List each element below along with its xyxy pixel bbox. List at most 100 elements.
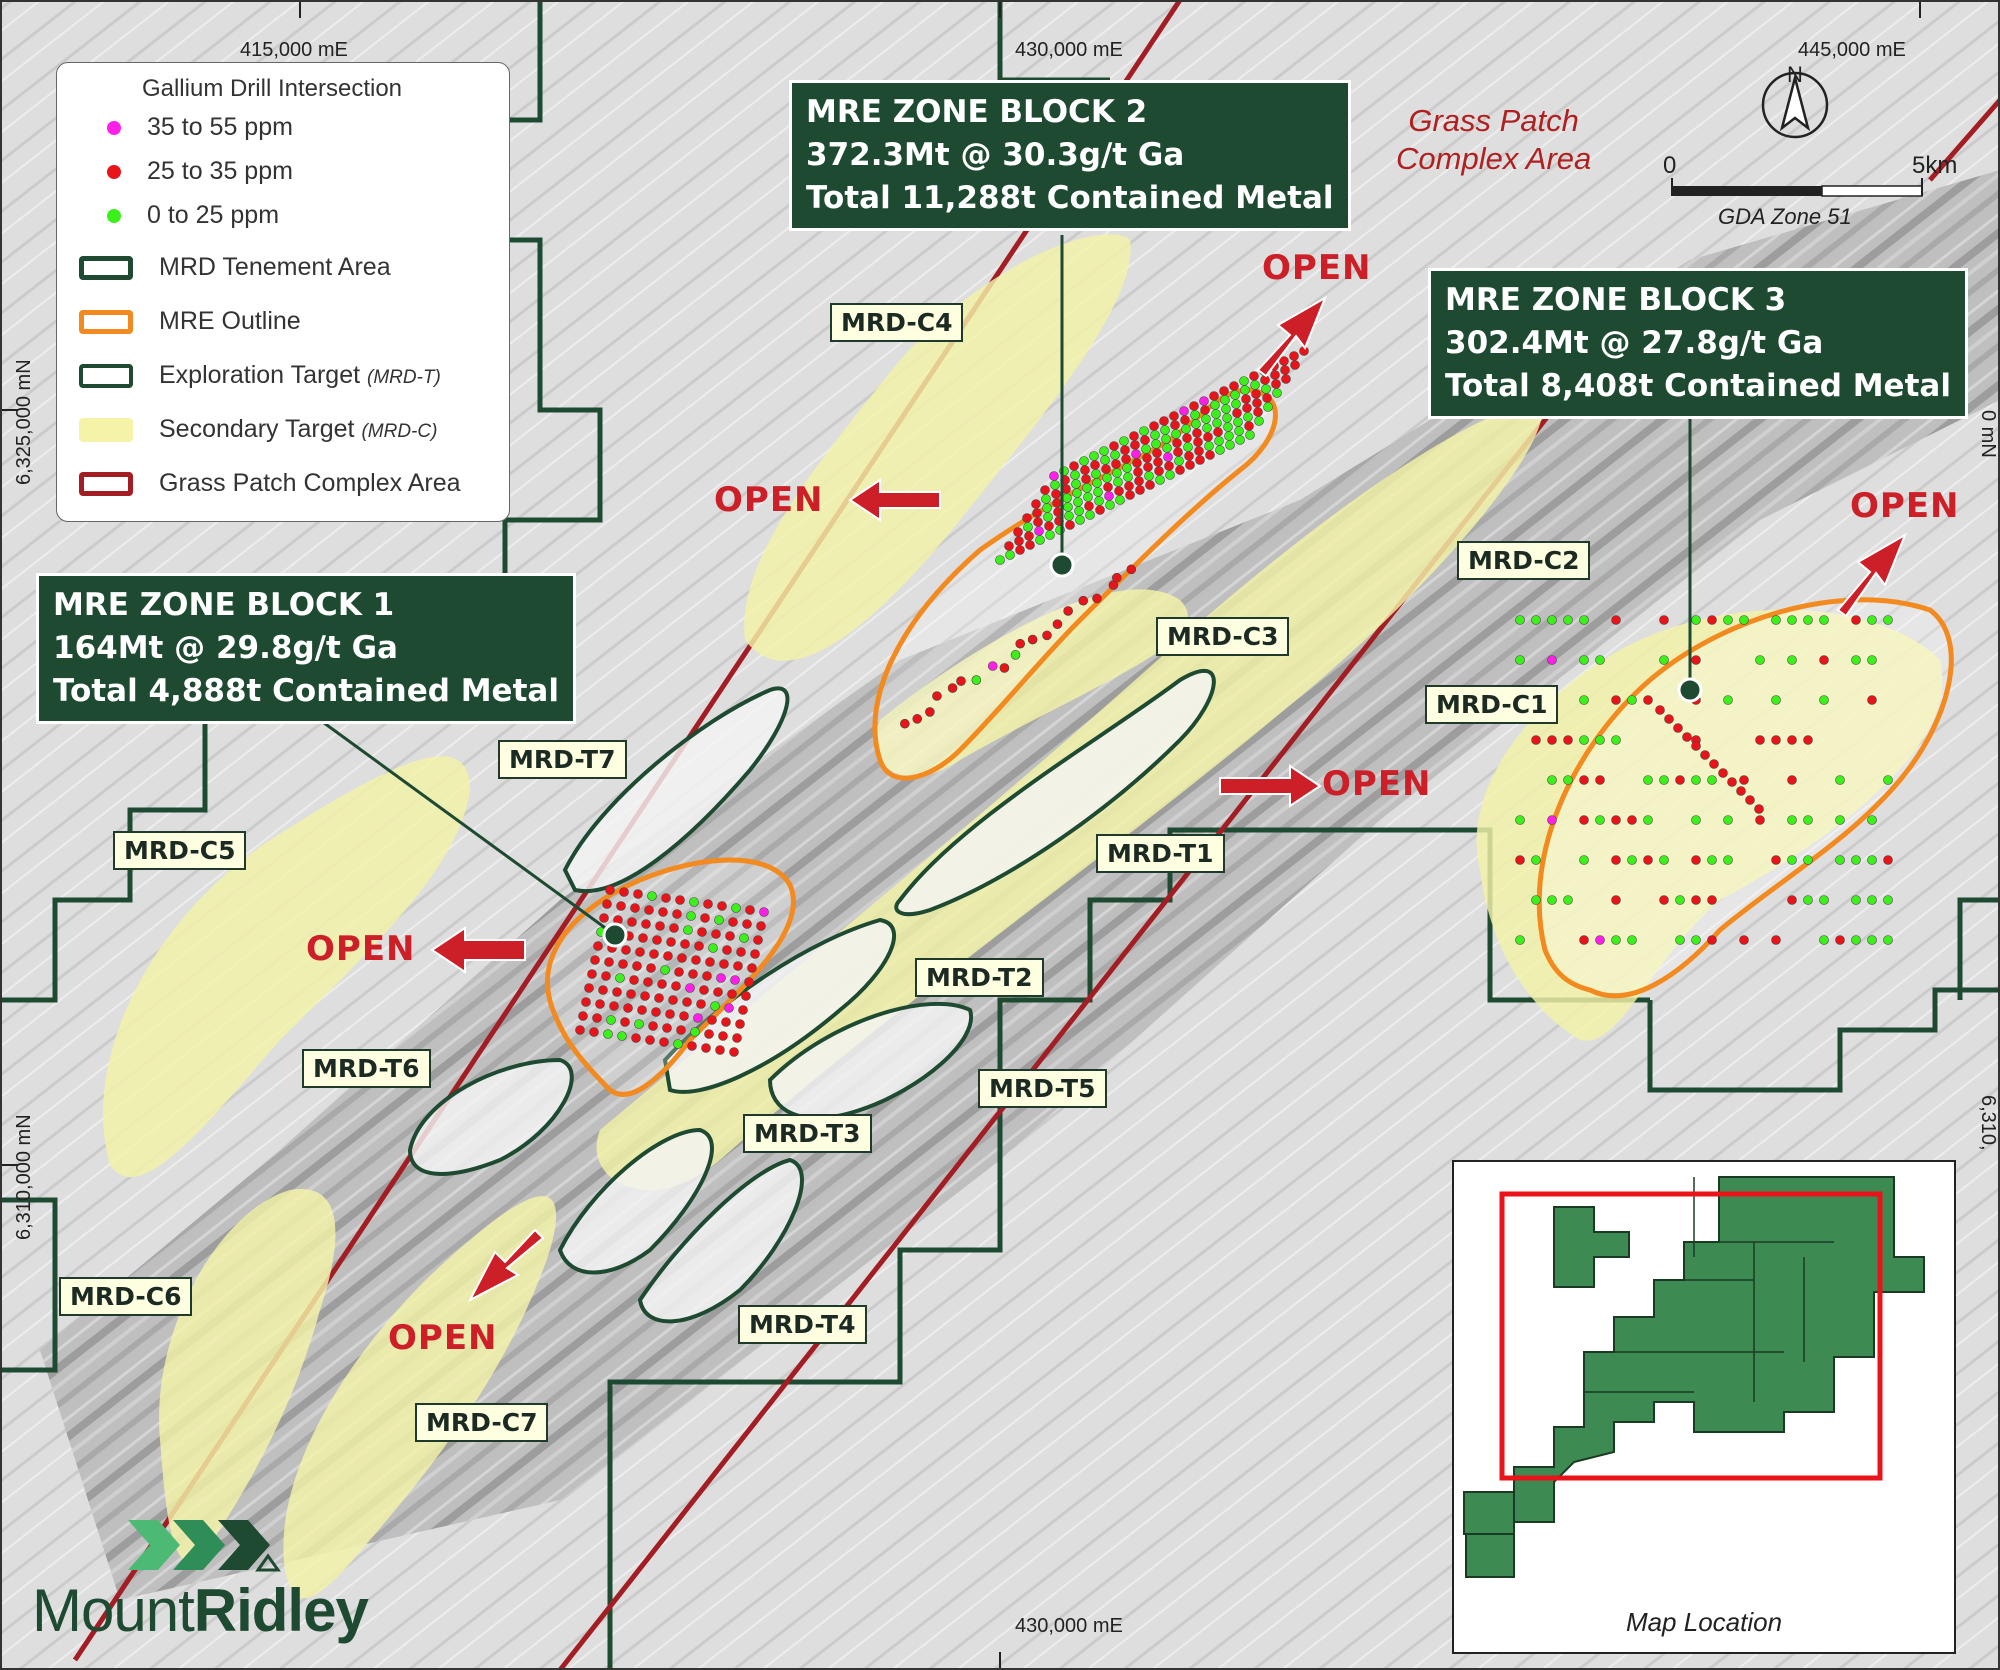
drill-hole-dot — [1150, 430, 1160, 440]
target-label-t6[interactable]: MRD-T6 — [302, 1049, 431, 1088]
target-label-c1[interactable]: MRD-C1 — [1425, 685, 1559, 724]
drill-hole-dot — [1262, 393, 1272, 403]
drill-hole-dot — [648, 1021, 658, 1031]
drill-hole-dot — [1125, 490, 1135, 500]
secondary-target-c4[interactable] — [744, 234, 1131, 661]
open-arrow-west-block-2[interactable] — [848, 478, 941, 522]
drill-hole-dot — [731, 903, 741, 913]
drill-hole-dot — [744, 977, 754, 987]
target-label-t2[interactable]: MRD-T2 — [915, 958, 1044, 997]
target-label-t4[interactable]: MRD-T4 — [738, 1305, 867, 1344]
secondary-target-c1[interactable] — [1476, 609, 1943, 1041]
drill-hole-dot — [1787, 855, 1797, 865]
drill-hole-dot — [738, 1005, 748, 1015]
drill-hole-dot — [1611, 855, 1621, 865]
drill-hole-dot — [900, 718, 910, 729]
drill-hole-dot — [1074, 506, 1084, 516]
zone-callout-block-1[interactable]: MRE ZONE BLOCK 1 164Mt @ 29.8g/t Ga Tota… — [36, 573, 576, 724]
zone-anchor-block-3[interactable] — [1677, 677, 1703, 703]
exploration-target-t4[interactable] — [637, 1157, 804, 1324]
drill-hole-dot — [1200, 405, 1210, 415]
target-label-c5[interactable]: MRD-C5 — [113, 831, 247, 870]
legend-row-mre: MRE Outline — [79, 307, 301, 336]
drill-hole-dot — [1005, 550, 1015, 560]
secondary-target-c6[interactable] — [159, 1189, 336, 1564]
open-arrow-ne-block-2[interactable] — [1256, 295, 1327, 378]
drill-hole-dot — [679, 1011, 689, 1021]
drill-hole-dot — [655, 921, 665, 931]
drill-hole-dot — [1092, 593, 1102, 604]
drill-hole-dot — [1739, 615, 1749, 625]
exploration-target-t3[interactable] — [557, 1127, 714, 1275]
drill-hole-dot — [1051, 489, 1061, 499]
drill-hole-dot — [704, 1029, 714, 1039]
zone-callout-block-2[interactable]: MRE ZONE BLOCK 2 372.3Mt @ 30.3g/t Ga To… — [789, 80, 1351, 231]
target-label-t7[interactable]: MRD-T7 — [498, 740, 627, 779]
zone-anchor-block-1[interactable] — [602, 922, 628, 948]
target-label-c7[interactable]: MRD-C7 — [415, 1403, 549, 1442]
drill-hole-dot — [1771, 615, 1781, 625]
target-label-c2[interactable]: MRD-C2 — [1457, 541, 1591, 580]
drill-hole-dot — [703, 899, 713, 909]
open-arrow-sw-c7[interactable] — [467, 1228, 545, 1303]
drill-hole-dot — [1090, 460, 1100, 470]
drill-hole-dot — [1755, 815, 1765, 825]
drill-hole-dot — [995, 555, 1005, 565]
drill-hole-dot — [627, 917, 637, 927]
drill-hole-dot — [1515, 935, 1525, 945]
drill-hole-dot — [1171, 429, 1181, 439]
secondary-target-c3[interactable] — [874, 589, 1188, 777]
drill-hole-dot — [736, 947, 746, 957]
target-label-t3[interactable]: MRD-T3 — [743, 1114, 872, 1153]
exploration-target-t1[interactable] — [894, 668, 1216, 917]
easting-label-430000-top: 430,000 mE — [1015, 39, 1123, 61]
drill-hole-dot — [756, 921, 766, 931]
open-arrow-west-block-1[interactable] — [430, 926, 526, 974]
drill-hole-dot — [638, 933, 648, 943]
drill-hole-dot — [1174, 456, 1184, 466]
drill-hole-dot — [1080, 465, 1090, 475]
secondary-target-c5[interactable] — [103, 756, 470, 1178]
target-label-c3[interactable]: MRD-C3 — [1156, 617, 1290, 656]
drill-hole-dot — [1094, 496, 1104, 506]
drill-hole-dot — [1104, 491, 1114, 501]
open-arrow-ne-block-3[interactable] — [1836, 532, 1907, 618]
mre-outline-block-3[interactable] — [1536, 597, 1954, 999]
zone-anchor-block-2[interactable] — [1049, 552, 1075, 578]
drill-hole-dot — [1867, 855, 1877, 865]
drill-hole-dot — [1070, 470, 1080, 480]
drill-hole-dot — [1041, 494, 1051, 504]
exploration-target-t6[interactable] — [407, 1057, 574, 1176]
drill-hole-dot — [1851, 855, 1861, 865]
target-label-t5[interactable]: MRD-T5 — [978, 1069, 1107, 1108]
drill-hole-dot — [1210, 400, 1220, 410]
drill-hole-dot — [1803, 735, 1813, 745]
target-label-c4[interactable]: MRD-C4 — [830, 303, 964, 342]
open-arrow-east-t1[interactable] — [1219, 764, 1322, 808]
drill-hole-dot — [592, 1013, 602, 1023]
drill-hole-dot — [694, 941, 704, 951]
drill-hole-dot — [1515, 815, 1525, 825]
drill-hole-dot — [699, 985, 709, 995]
drill-hole-dot — [676, 1025, 686, 1035]
drill-hole-dot — [1531, 895, 1541, 905]
drill-hole-dot — [1194, 446, 1204, 456]
drill-hole-dot — [759, 907, 769, 917]
drill-hole-dot — [1180, 415, 1190, 425]
scale-start-label: 0 — [1663, 152, 1677, 179]
drill-hole-dot — [711, 929, 721, 939]
drill-hole-dot — [1100, 455, 1110, 465]
secondary-target-c7[interactable] — [283, 1196, 557, 1599]
target-label-c6[interactable]: MRD-C6 — [59, 1277, 193, 1316]
drill-hole-dot — [999, 663, 1010, 673]
drill-hole-dot — [668, 995, 678, 1005]
zone-callout-block-3[interactable]: MRE ZONE BLOCK 3 302.4Mt @ 27.8g/t Ga To… — [1428, 268, 1968, 419]
drill-hole-dot — [1181, 424, 1191, 434]
target-label-t1[interactable]: MRD-T1 — [1096, 834, 1225, 873]
drill-hole-dot — [615, 973, 625, 983]
drill-hole-dot — [1209, 391, 1219, 401]
drill-hole-dot — [647, 891, 657, 901]
location-inset-map[interactable]: Map Location — [1452, 1160, 1956, 1654]
drill-hole-dot — [1165, 470, 1175, 480]
exploration-target-t7[interactable] — [562, 686, 790, 894]
